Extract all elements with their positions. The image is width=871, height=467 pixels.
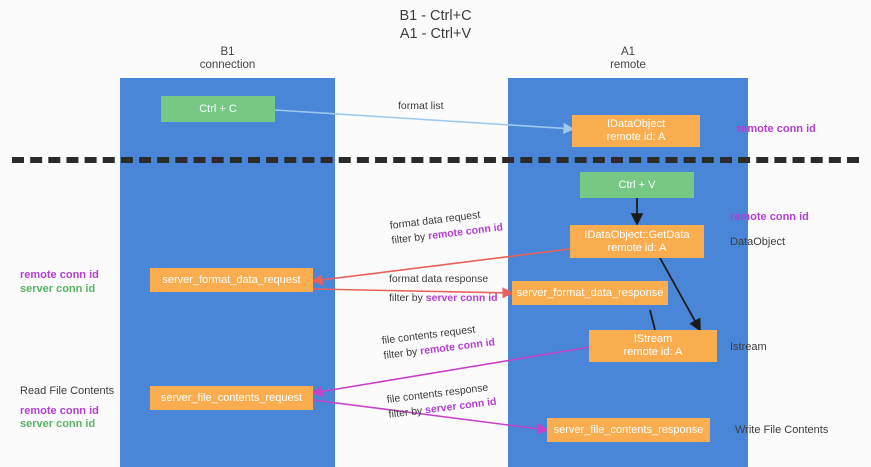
label-istream-text: Istream [730,341,767,353]
column-header-a1-role: remote [610,59,646,71]
edge-label-format-list-text: format list [398,100,444,112]
label-left-mid-server-conn-id: server conn id [20,282,96,295]
box-server-format-data-response-label: server_format_data_response [516,286,664,299]
edge-label-format-data-response-line1: format data response [389,273,489,285]
label-dataobject-text: DataObject [730,236,786,248]
box-server-file-contents-request[interactable]: server_file_contents_request [150,386,313,410]
box-ctrl-v-label: Ctrl + V [618,178,656,191]
edge-label-format-data-response: format data response filter by server co… [389,272,498,306]
label-left-bottom-remote-conn-id: remote conn id [20,404,99,417]
label-remote-conn-id-top-text: remote conn id [737,123,816,135]
label-write-file-contents-text: Write File Contents [735,424,829,436]
section-divider [12,157,859,163]
box-server-format-data-response[interactable]: server_format_data_response [512,281,668,305]
column-header-a1-name: A1 [620,46,636,58]
label-remote-conn-id-mid: remote conn id [730,211,809,225]
label-left-bottom-server-conn-id: server conn id [20,418,96,430]
label-dataobject: DataObject [730,236,785,250]
label-left-mid-conn-ids: remote conn id server conn id [20,269,99,296]
label-istream: Istream [730,341,767,355]
filter-prefix: filter by [390,230,429,247]
box-idataobject-line2: remote id: A [606,131,666,143]
box-server-format-data-request[interactable]: server_format_data_request [150,268,313,292]
label-left-mid-remote-conn-id: remote conn id [20,269,99,281]
edge-label-file-contents-request: file contents request filter by remote c… [381,320,496,363]
box-idataobject-getdata[interactable]: IDataObject::GetData remote id: A [570,225,704,258]
diagram-title: B1 - Ctrl+C A1 - Ctrl+V [399,8,472,42]
label-read-file-contents: Read File Contents [20,385,115,397]
box-ctrl-v[interactable]: Ctrl + V [580,172,694,198]
box-ctrl-c-label: Ctrl + C [199,102,237,115]
box-idataobject-line1: IDataObject [606,118,666,130]
box-getdata-line1: IDataObject::GetData [584,228,690,241]
edge-label-format-list: format list [398,99,444,114]
edge-label-format-data-response-line2: filter by server conn id [389,291,498,306]
edge-label-format-data-request: format data request filter by remote con… [389,205,504,248]
column-header-b1: B1 connection [150,46,305,72]
column-header-b1-role: connection [199,59,256,71]
edge-label-file-contents-response: file contents response filter by server … [386,380,497,423]
filter-prefix: filter by [382,345,421,362]
label-remote-conn-id-top: remote conn id [737,123,816,137]
column-header-a1: A1 remote [548,46,708,72]
label-write-file-contents: Write File Contents [735,424,828,438]
filter-prefix: filter by [389,292,426,304]
label-remote-conn-id-mid-text: remote conn id [730,211,809,223]
box-server-file-contents-response-label: server_file_contents_response [553,423,704,436]
column-header-b1-name: B1 [220,46,235,58]
box-getdata-line2: remote id: A [607,241,667,254]
box-istream-line1: IStream [633,333,673,345]
box-istream[interactable]: IStream remote id: A [589,330,717,362]
filter-id-server-conn: server conn id [425,292,498,304]
box-istream-line2: remote id: A [623,346,683,358]
box-server-format-data-request-label: server_format_data_request [162,273,301,286]
filter-prefix: filter by [387,404,426,421]
box-server-file-contents-request-label: server_file_contents_request [160,391,303,404]
label-read-file-contents-group: Read File Contents remote conn id server… [20,385,114,432]
box-ctrl-c[interactable]: Ctrl + C [161,96,275,122]
box-server-file-contents-response[interactable]: server_file_contents_response [547,418,710,442]
box-idataobject[interactable]: IDataObject remote id: A [572,115,700,147]
